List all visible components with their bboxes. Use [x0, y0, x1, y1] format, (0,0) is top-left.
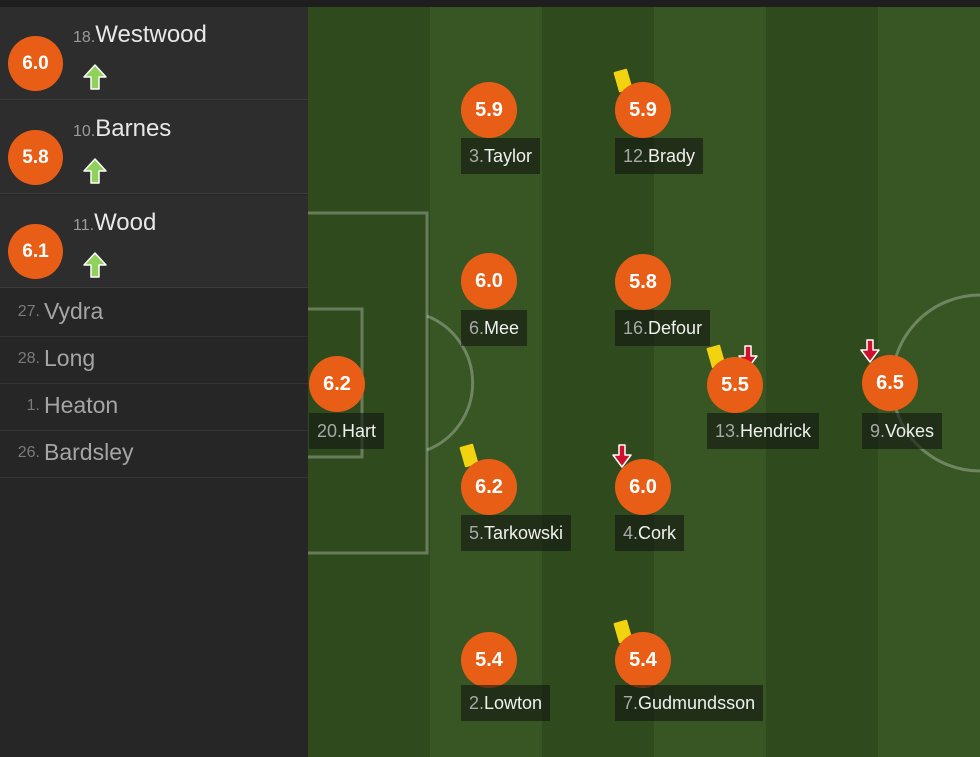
rating-badge: 5.8 [615, 254, 671, 310]
substitute-row-westwood[interactable]: 6.0 18.Westwood [0, 7, 308, 100]
player-label-tarkowski[interactable]: 5.Tarkowski [461, 515, 572, 551]
player-label-lowton[interactable]: 2.Lowton [461, 685, 551, 721]
rating-badge: 5.9 [615, 82, 671, 138]
shirt-number: 16. [623, 317, 649, 338]
reserve-row-vydra[interactable]: 27. Vydra [0, 290, 308, 337]
shirt-number: 12. [623, 145, 649, 166]
shirt-number: 7. [623, 692, 639, 713]
reserve-row-heaton[interactable]: 1. Heaton [0, 384, 308, 431]
player-surname: Heaton [44, 392, 119, 418]
shirt-number: 20. [317, 420, 343, 441]
player-surname: Wood [94, 209, 157, 236]
shirt-number: 9. [870, 420, 886, 441]
player-surname: Hendrick [740, 420, 812, 441]
shirt-number: 2. [469, 692, 485, 713]
shirt-number: 11. [73, 217, 95, 234]
arrow-up-icon [83, 64, 107, 90]
penalty-box [308, 211, 429, 555]
player-label-hendrick[interactable]: 13.Hendrick [707, 413, 820, 449]
player-surname: Westwood [95, 21, 207, 48]
arrow-down-icon [860, 339, 880, 363]
rating-badge: 5.4 [615, 632, 671, 688]
shirt-number: 3. [469, 145, 485, 166]
shirt-number: 1. [26, 397, 40, 414]
top-bar [0, 0, 980, 7]
shirt-number: 18. [73, 29, 96, 46]
shirt-number: 4. [623, 522, 639, 543]
player-label-vokes[interactable]: 9.Vokes [862, 413, 943, 449]
shirt-number: 13. [715, 420, 741, 441]
player-surname: Defour [648, 317, 703, 338]
substitute-row-wood[interactable]: 6.1 11.Wood [0, 195, 308, 288]
arrow-up-icon [83, 252, 107, 278]
rating-badge: 5.4 [461, 632, 517, 688]
player-label-defour[interactable]: 16.Defour [615, 310, 711, 346]
rating-badge: 6.2 [461, 459, 517, 515]
player-surname: Lowton [484, 692, 543, 713]
shirt-number: 6. [469, 317, 485, 338]
rating-badge: 6.2 [309, 356, 365, 412]
player-surname: Taylor [484, 145, 533, 166]
rating-badge: 5.8 [8, 130, 63, 185]
reserve-row-bardsley[interactable]: 26. Bardsley [0, 431, 308, 478]
shirt-number: 10. [73, 123, 96, 140]
substitute-row-barnes[interactable]: 5.8 10.Barnes [0, 101, 308, 194]
player-surname: Mee [484, 317, 520, 338]
player-name: 11.Wood [73, 209, 156, 237]
player-label-hart[interactable]: 20.Hart [309, 413, 385, 449]
player-surname: Hart [342, 420, 377, 441]
substitutes-panel: 6.0 18.Westwood 5.8 10.Barnes 6.1 11.Woo… [0, 7, 308, 757]
player-surname: Long [44, 345, 96, 371]
player-label-cork[interactable]: 4.Cork [615, 515, 685, 551]
shirt-number: 26. [17, 444, 40, 461]
arrow-down-icon [738, 345, 758, 369]
rating-badge: 6.5 [862, 355, 918, 411]
player-label-taylor[interactable]: 3.Taylor [461, 138, 541, 174]
player-name: 18.Westwood [73, 21, 207, 49]
pitch: 6.2 20.Hart 5.9 3.Taylor 5.9 12.Brady 6.… [308, 7, 980, 757]
arrow-down-icon [612, 444, 632, 468]
penalty-arc [426, 314, 475, 452]
player-surname: Tarkowski [484, 522, 564, 543]
player-name: 10.Barnes [73, 115, 171, 143]
reserve-row-long[interactable]: 28. Long [0, 337, 308, 384]
player-label-brady[interactable]: 12.Brady [615, 138, 704, 174]
rating-badge: 5.9 [461, 82, 517, 138]
arrow-up-icon [83, 158, 107, 184]
rating-badge: 5.5 [707, 357, 763, 413]
player-label-mee[interactable]: 6.Mee [461, 310, 528, 346]
rating-badge: 6.0 [615, 459, 671, 515]
shirt-number: 28. [17, 350, 40, 367]
player-surname: Cork [638, 522, 677, 543]
player-surname: Gudmundsson [638, 692, 756, 713]
player-surname: Brady [648, 145, 696, 166]
player-label-gudmundsson[interactable]: 7.Gudmundsson [615, 685, 764, 721]
player-surname: Barnes [95, 115, 172, 142]
shirt-number: 5. [469, 522, 485, 543]
player-surname: Vokes [885, 420, 935, 441]
rating-badge: 6.0 [8, 36, 63, 91]
rating-badge: 6.0 [461, 253, 517, 309]
rating-badge: 6.1 [8, 224, 63, 279]
pitch-stripe [766, 7, 878, 757]
shirt-number: 27. [17, 303, 40, 320]
player-surname: Vydra [44, 298, 104, 324]
player-surname: Bardsley [44, 439, 134, 465]
